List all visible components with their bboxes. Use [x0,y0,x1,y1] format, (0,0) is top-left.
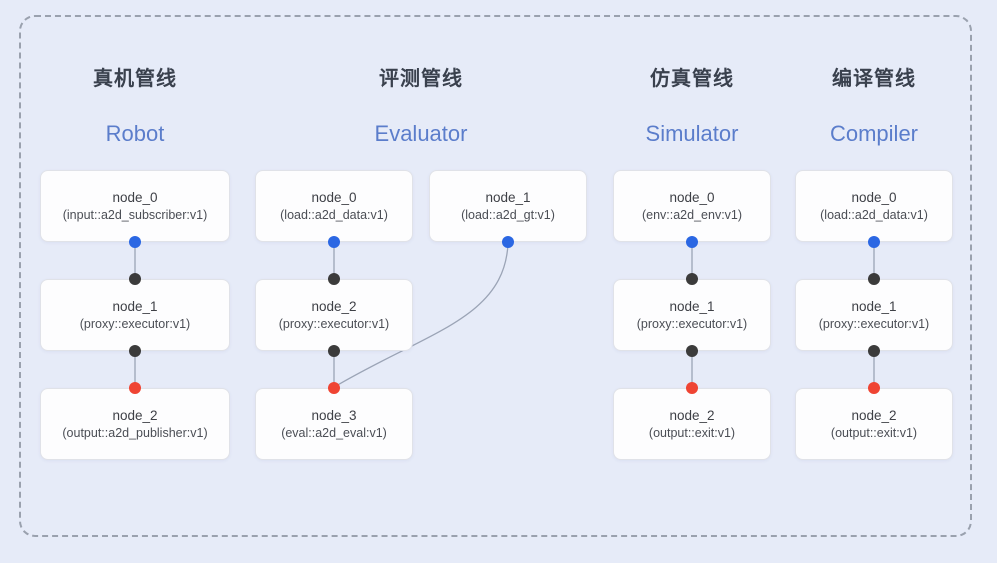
node-type: (output::a2d_publisher:v1) [62,426,208,440]
pipeline-title-zh-simulator: 仿真管线 [650,68,734,90]
node-type: (load::a2d_data:v1) [280,208,388,222]
pipeline-title-en-simulator: Simulator [645,121,739,146]
port-dot-red-input-icon [686,382,698,394]
node-box-robot-node1: node_1 (proxy::executor:v1) [40,279,230,351]
node-name: node_1 [485,190,531,205]
port-dot-blue-output-icon [502,236,514,248]
node-name: node_1 [112,299,158,314]
port-dot-dark-output-icon [686,345,698,357]
dashed-border-frame [19,15,972,537]
pipeline-title-en-robot: Robot [105,121,165,146]
node-box-compiler-node0: node_0 (load::a2d_data:v1) [795,170,953,242]
node-name: node_2 [669,408,715,423]
node-type: (load::a2d_data:v1) [820,208,928,222]
node-type: (env::a2d_env:v1) [641,208,743,222]
port-dot-blue-output-icon [686,236,698,248]
pipeline-title-zh-compiler: 编译管线 [832,68,916,90]
port-dot-dark-input-icon [868,273,880,285]
node-name: node_1 [851,299,897,314]
node-box-simulator-node0: node_0 (env::a2d_env:v1) [613,170,771,242]
port-dot-dark-output-icon [868,345,880,357]
port-dot-blue-output-icon [328,236,340,248]
node-name: node_2 [311,299,357,314]
port-dot-red-input-icon [328,382,340,394]
node-type: (proxy::executor:v1) [79,317,191,331]
port-dot-dark-input-icon [129,273,141,285]
pipeline-title-en-compiler: Compiler [829,121,919,146]
node-type: (proxy::executor:v1) [818,317,930,331]
pipeline-title-zh-robot: 真机管线 [93,68,177,90]
node-box-evaluator-node2: node_2 (proxy::executor:v1) [255,279,413,351]
port-dot-blue-output-icon [129,236,141,248]
node-name: node_1 [669,299,715,314]
node-box-evaluator-node0: node_0 (load::a2d_data:v1) [255,170,413,242]
node-name: node_0 [112,190,158,205]
node-box-evaluator-node1: node_1 (load::a2d_gt:v1) [429,170,587,242]
node-box-robot-node2: node_2 (output::a2d_publisher:v1) [40,388,230,460]
node-type: (output::exit:v1) [648,426,736,440]
port-dot-dark-output-icon [129,345,141,357]
node-type: (load::a2d_gt:v1) [461,208,555,222]
node-name: node_0 [311,190,357,205]
node-type: (proxy::executor:v1) [278,317,390,331]
port-dot-red-input-icon [868,382,880,394]
node-type: (input::a2d_subscriber:v1) [62,208,208,222]
node-box-evaluator-node3: node_3 (eval::a2d_eval:v1) [255,388,413,460]
node-name: node_0 [669,190,715,205]
node-type: (eval::a2d_eval:v1) [281,426,387,440]
node-box-compiler-node1: node_1 (proxy::executor:v1) [795,279,953,351]
port-dot-red-input-icon [129,382,141,394]
node-box-compiler-node2: node_2 (output::exit:v1) [795,388,953,460]
node-type: (proxy::executor:v1) [636,317,748,331]
node-type: (output::exit:v1) [830,426,918,440]
pipeline-title-zh-evaluator: 评测管线 [379,68,463,90]
node-name: node_2 [851,408,897,423]
node-name: node_2 [112,408,158,423]
node-box-simulator-node1: node_1 (proxy::executor:v1) [613,279,771,351]
node-name: node_3 [311,408,357,423]
port-dot-dark-input-icon [328,273,340,285]
port-dot-blue-output-icon [868,236,880,248]
node-name: node_0 [851,190,897,205]
pipeline-title-en-evaluator: Evaluator [374,121,468,146]
node-box-robot-node0: node_0 (input::a2d_subscriber:v1) [40,170,230,242]
port-dot-dark-input-icon [686,273,698,285]
edge-evaluator-node1-node3-curve [335,243,509,387]
port-dot-dark-output-icon [328,345,340,357]
node-box-simulator-node2: node_2 (output::exit:v1) [613,388,771,460]
